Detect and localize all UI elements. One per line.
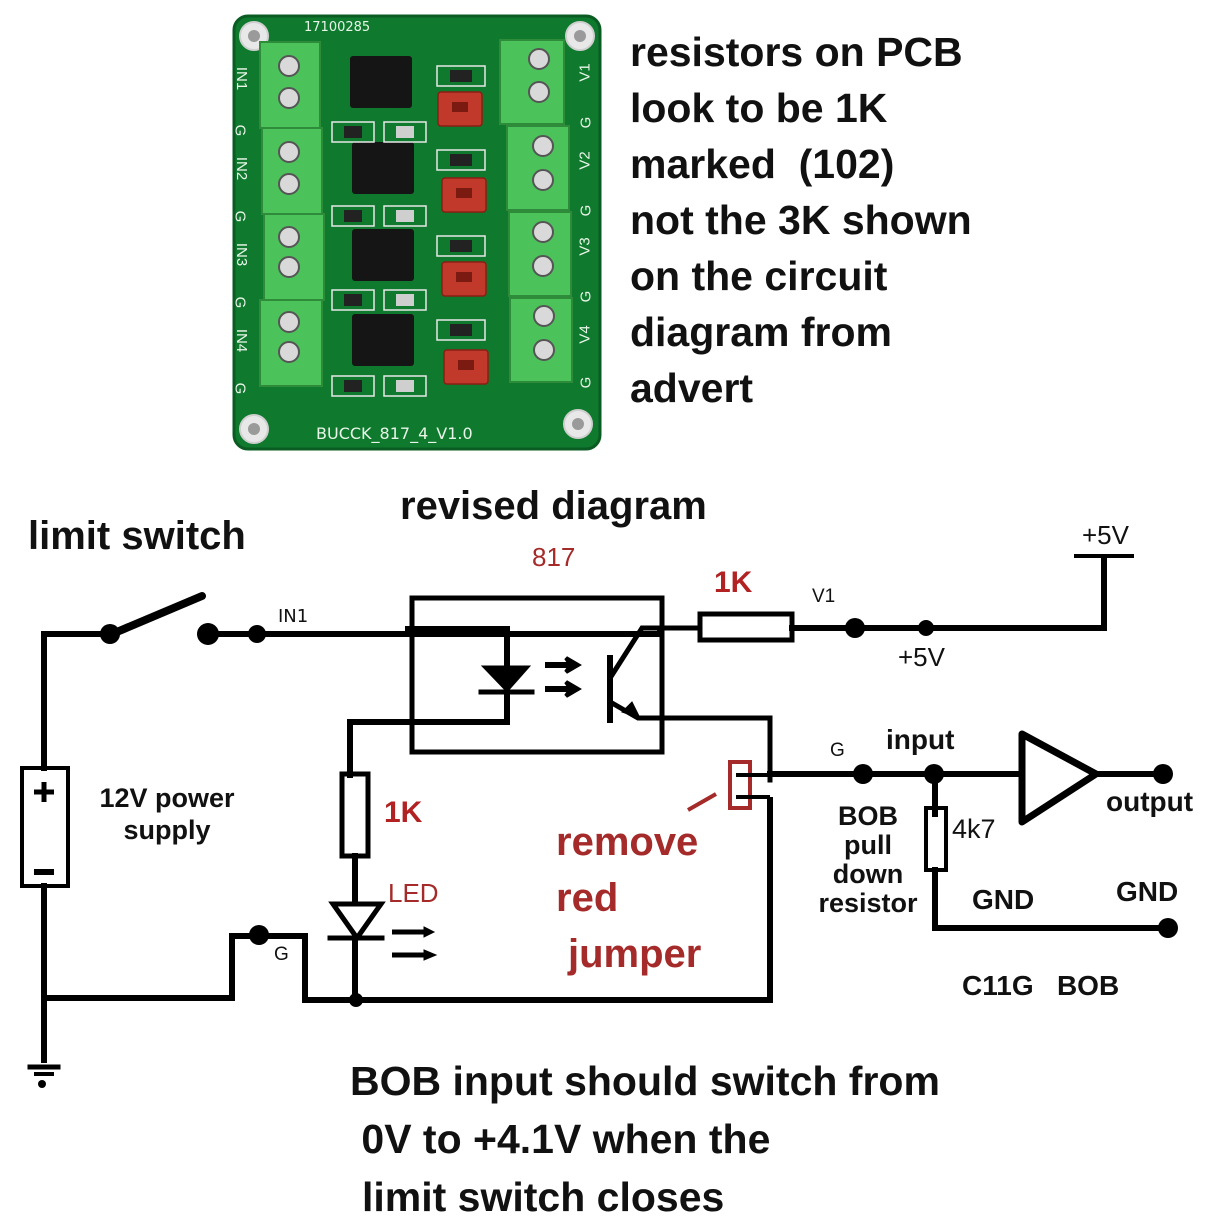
- pulldown-label: BOB pull down resistor: [808, 802, 928, 918]
- power-supply-label: 12V power supply: [84, 782, 250, 846]
- opto-light-arrow: [545, 680, 582, 698]
- in1-label: IN1: [278, 606, 309, 627]
- footer-line: BOB input should switch from: [350, 1058, 940, 1104]
- led-resistor: [339, 771, 371, 859]
- led-triangle: [328, 901, 386, 943]
- pcb-serial: 17100285: [304, 20, 371, 35]
- plus5v-node-dot: [918, 620, 934, 636]
- note-line: advert: [630, 365, 754, 411]
- led-cathode-dot: [349, 993, 363, 1007]
- plus5v-rail-label: +5V: [1082, 520, 1129, 550]
- opto-light-arrow: [545, 656, 582, 674]
- pcb-board: [232, 14, 602, 451]
- jumper-note-line: remove: [556, 820, 699, 864]
- pcb-board-name: BUCCK_817_4_V1.0: [316, 424, 473, 443]
- pulldown-label-line: down: [832, 859, 904, 889]
- switch-lever: [108, 592, 206, 638]
- led-resistor-label: 1K: [384, 796, 423, 829]
- opto-led-cathode-wire: [347, 719, 510, 778]
- power-supply-box: [20, 766, 70, 888]
- switch-contact: [197, 623, 219, 645]
- output-terminal-dot: [1153, 764, 1173, 784]
- jumper-note-line: red: [556, 876, 619, 920]
- input-junction-dot: [924, 764, 944, 784]
- output-label: output: [1106, 786, 1194, 817]
- plus-sign: [34, 782, 54, 802]
- pulldown-label-line: BOB: [838, 801, 898, 831]
- pcb-photo: 17100285 BUCCK_817_4_V1.0 IN1 G IN2 G IN…: [231, 14, 602, 451]
- g-terminal-dot: [249, 925, 269, 945]
- footer-note: BOB input should switch from 0V to +4.1V…: [350, 1052, 940, 1226]
- note-line: not the 3K shown: [630, 197, 972, 243]
- gnd-terminal-dot: [1158, 918, 1178, 938]
- red-jumper: [728, 760, 752, 810]
- jumper-note-line: jumper: [568, 932, 702, 976]
- gnd-right-label: GND: [1116, 876, 1179, 907]
- pulldown-label-line: pull: [844, 830, 892, 860]
- collector-resistor-label: 1K: [714, 566, 753, 599]
- optocoupler-box: [409, 595, 665, 755]
- jumper-pointer-line: [687, 792, 717, 812]
- input-label: input: [886, 724, 955, 755]
- optocoupler-label: 817: [532, 542, 576, 572]
- footer-line: limit switch closes: [362, 1174, 725, 1220]
- power-supply-label-line: supply: [123, 815, 211, 845]
- bob-g-label: G: [830, 740, 845, 761]
- bob-model-label: C11G BOB: [962, 970, 1120, 1001]
- note-line: resistors on PCB: [630, 29, 963, 75]
- collector-resistor: [697, 611, 795, 643]
- pulldown-label-line: resistor: [818, 888, 918, 918]
- transistor-emitter-arrow: [621, 701, 641, 719]
- power-supply-label-line: 12V power: [99, 783, 235, 813]
- note-line: look to be 1K: [630, 85, 888, 131]
- v1-terminal-dot: [845, 618, 865, 638]
- in1-terminal-dot: [248, 625, 266, 643]
- plus5v-node-label: +5V: [898, 642, 945, 672]
- note-line: marked (102): [630, 141, 895, 187]
- switch-contact: [100, 624, 120, 644]
- note-line: on the circuit: [630, 253, 888, 299]
- pulldown-resistor: [924, 806, 948, 872]
- wire-in1: [207, 629, 663, 637]
- ground-terminal-label: G: [274, 944, 289, 965]
- pcb-resistor-note: resistors on PCB look to be 1K marked (1…: [630, 24, 972, 416]
- jumper-note: remove red jumper: [556, 814, 701, 982]
- bob-g-dot: [853, 764, 873, 784]
- led-label: LED: [388, 878, 439, 908]
- note-line: diagram from: [630, 309, 892, 355]
- pulldown-value-label: 4k7: [952, 814, 996, 844]
- v1-label: V1: [812, 586, 836, 607]
- bob-buffer: [1018, 730, 1100, 826]
- opto-led-triangle: [480, 665, 532, 693]
- footer-line: 0V to +4.1V when the: [350, 1116, 771, 1162]
- diagram-title: revised diagram: [400, 484, 707, 528]
- wire-ground-return: [41, 797, 773, 1003]
- gnd-left-label: GND: [972, 884, 1035, 915]
- limit-switch-label: limit switch: [28, 514, 246, 558]
